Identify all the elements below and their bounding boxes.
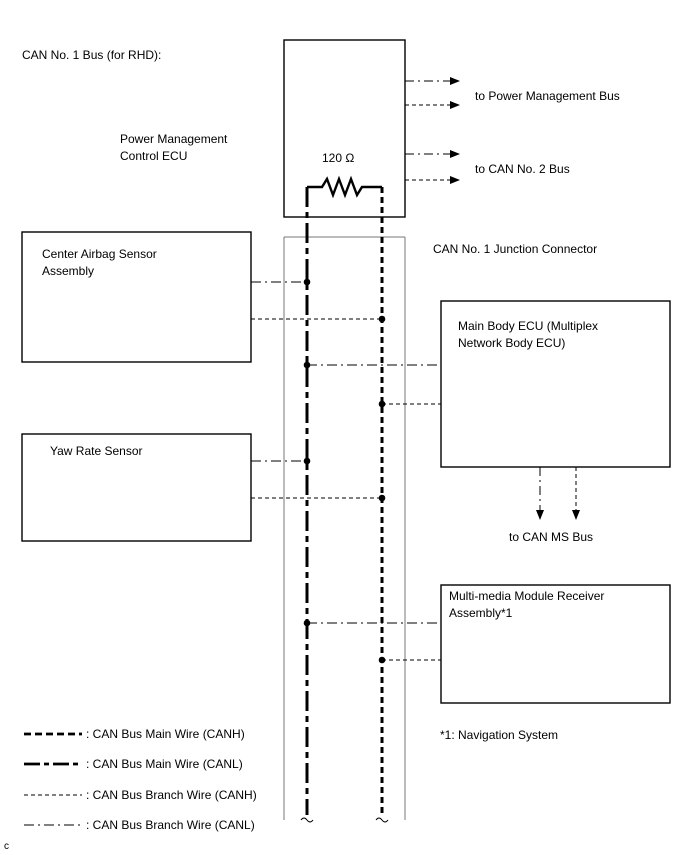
multimedia-canh-junction-dot bbox=[378, 656, 386, 664]
yaw-rate-sensor-label: Yaw Rate Sensor bbox=[50, 444, 143, 458]
airbag-label-line2: Assembly bbox=[42, 264, 94, 278]
multimedia-canl-junction-dot bbox=[303, 619, 311, 627]
main-body-label-line2: Network Body ECU) bbox=[458, 336, 565, 350]
legend: : CAN Bus Main Wire (CANH) : CAN Bus Mai… bbox=[24, 727, 257, 832]
main-body-label-line1: Main Body ECU (Multiplex bbox=[458, 319, 598, 333]
multimedia-receiver-box bbox=[440, 584, 671, 704]
airbag-canl-junction-dot bbox=[303, 278, 311, 286]
ecu-label-line2: Control ECU bbox=[120, 149, 187, 163]
corner-code: c bbox=[4, 841, 9, 852]
footnote: *1: Navigation System bbox=[440, 728, 558, 742]
main-body-ecu-box bbox=[440, 300, 671, 468]
legend-label-canh-main: : CAN Bus Main Wire (CANH) bbox=[86, 727, 245, 741]
airbag-canh-junction-dot bbox=[378, 315, 386, 323]
center-airbag-sensor-box bbox=[21, 231, 252, 363]
legend-label-canh-branch: : CAN Bus Branch Wire (CANH) bbox=[86, 788, 257, 802]
main-body-canl-junction-dot bbox=[303, 361, 311, 369]
yaw-canh-junction-dot bbox=[378, 494, 386, 502]
main-body-canh-junction-dot bbox=[378, 400, 386, 408]
resistor-label: 120 Ω bbox=[322, 151, 354, 165]
yaw-canl-junction-dot bbox=[303, 457, 311, 465]
junction-connector-label: CAN No. 1 Junction Connector bbox=[433, 242, 597, 256]
ms-bus-label: to CAN MS Bus bbox=[509, 530, 593, 544]
diagram-title: CAN No. 1 Bus (for RHD): bbox=[22, 48, 161, 62]
ms-bus-arrows bbox=[536, 467, 580, 520]
yaw-rate-sensor-box bbox=[21, 433, 252, 542]
multimedia-label-line1: Multi-media Module Receiver bbox=[449, 589, 604, 603]
ecu-label-line1: Power Management bbox=[120, 132, 228, 146]
terminating-resistor bbox=[307, 175, 382, 199]
canh-break-mark bbox=[375, 817, 389, 823]
output-arrows bbox=[405, 77, 460, 184]
multimedia-label-line2: Assembly*1 bbox=[449, 606, 513, 620]
airbag-label-line1: Center Airbag Sensor bbox=[42, 247, 157, 261]
canl-break-mark bbox=[300, 817, 314, 823]
power-management-ecu-box bbox=[283, 39, 406, 218]
power-management-bus-label: to Power Management Bus bbox=[475, 89, 620, 103]
legend-label-canl-main: : CAN Bus Main Wire (CANL) bbox=[86, 757, 243, 771]
legend-label-canl-branch: : CAN Bus Branch Wire (CANL) bbox=[86, 818, 255, 832]
can2-bus-label: to CAN No. 2 Bus bbox=[475, 162, 570, 176]
